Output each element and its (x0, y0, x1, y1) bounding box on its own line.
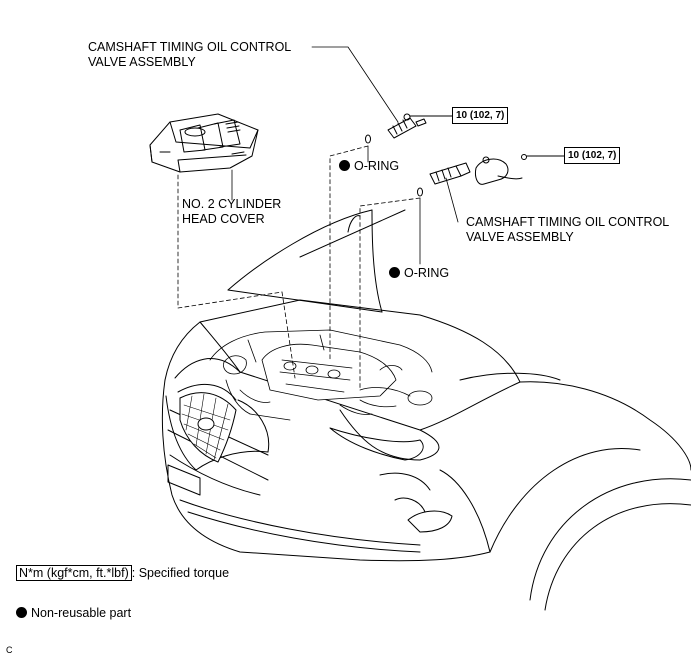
lower-valve-label-line2: VALVE ASSEMBLY (466, 230, 574, 244)
upper-valve-drawing (387, 113, 453, 139)
lower-o-ring-text: O-RING (404, 266, 450, 280)
head-cover-label-line1: NO. 2 CYLINDER (182, 197, 282, 211)
lower-valve-label: CAMSHAFT TIMING OIL CONTROL VALVE ASSEMB… (466, 215, 669, 245)
headlight-drawing (329, 427, 424, 461)
non-reusable-legend: Non-reusable part (16, 606, 131, 621)
lower-o-ring-drawing (417, 187, 423, 197)
non-reusable-dot-icon (339, 160, 350, 171)
lower-torque-value: 10 (102, 7) (564, 147, 621, 164)
upper-valve-label-line2: VALVE ASSEMBLY (88, 55, 196, 69)
head-cover-label: NO. 2 CYLINDER HEAD COVER (182, 197, 281, 227)
upper-o-ring-label: O-RING (339, 159, 399, 174)
lower-o-ring-label: O-RING (389, 266, 449, 281)
figure-code: C (6, 645, 13, 655)
upper-torque-value: 10 (102, 7) (452, 107, 509, 124)
fog-light-drawing (407, 510, 453, 533)
non-reusable-dot-icon (389, 267, 400, 278)
car-body-drawing (161, 299, 691, 611)
non-reusable-dot-icon (16, 607, 27, 618)
upper-o-ring-drawing (365, 134, 371, 144)
lower-valve-drawing (429, 154, 565, 185)
torque-legend-text: : Specified torque (131, 566, 230, 580)
non-reusable-legend-text: Non-reusable part (31, 606, 132, 620)
upper-o-ring-text: O-RING (354, 159, 400, 173)
engine-compartment-drawing (209, 329, 433, 421)
head-cover-label-line2: HEAD COVER (182, 212, 265, 226)
cylinder-head-cover-drawing (149, 113, 259, 173)
car-grille-drawing (179, 392, 237, 463)
upper-valve-label-line1: CAMSHAFT TIMING OIL CONTROL (88, 40, 292, 54)
dashed-guide-lines (177, 145, 421, 391)
torque-legend: N*m (kgf*cm, ft.*lbf): Specified torque (16, 565, 230, 581)
leader-lines (231, 46, 459, 265)
lower-valve-label-line1: CAMSHAFT TIMING OIL CONTROL (466, 215, 670, 229)
upper-valve-label: CAMSHAFT TIMING OIL CONTROL VALVE ASSEMB… (88, 40, 291, 70)
torque-unit-box: N*m (kgf*cm, ft.*lbf) (16, 565, 132, 581)
